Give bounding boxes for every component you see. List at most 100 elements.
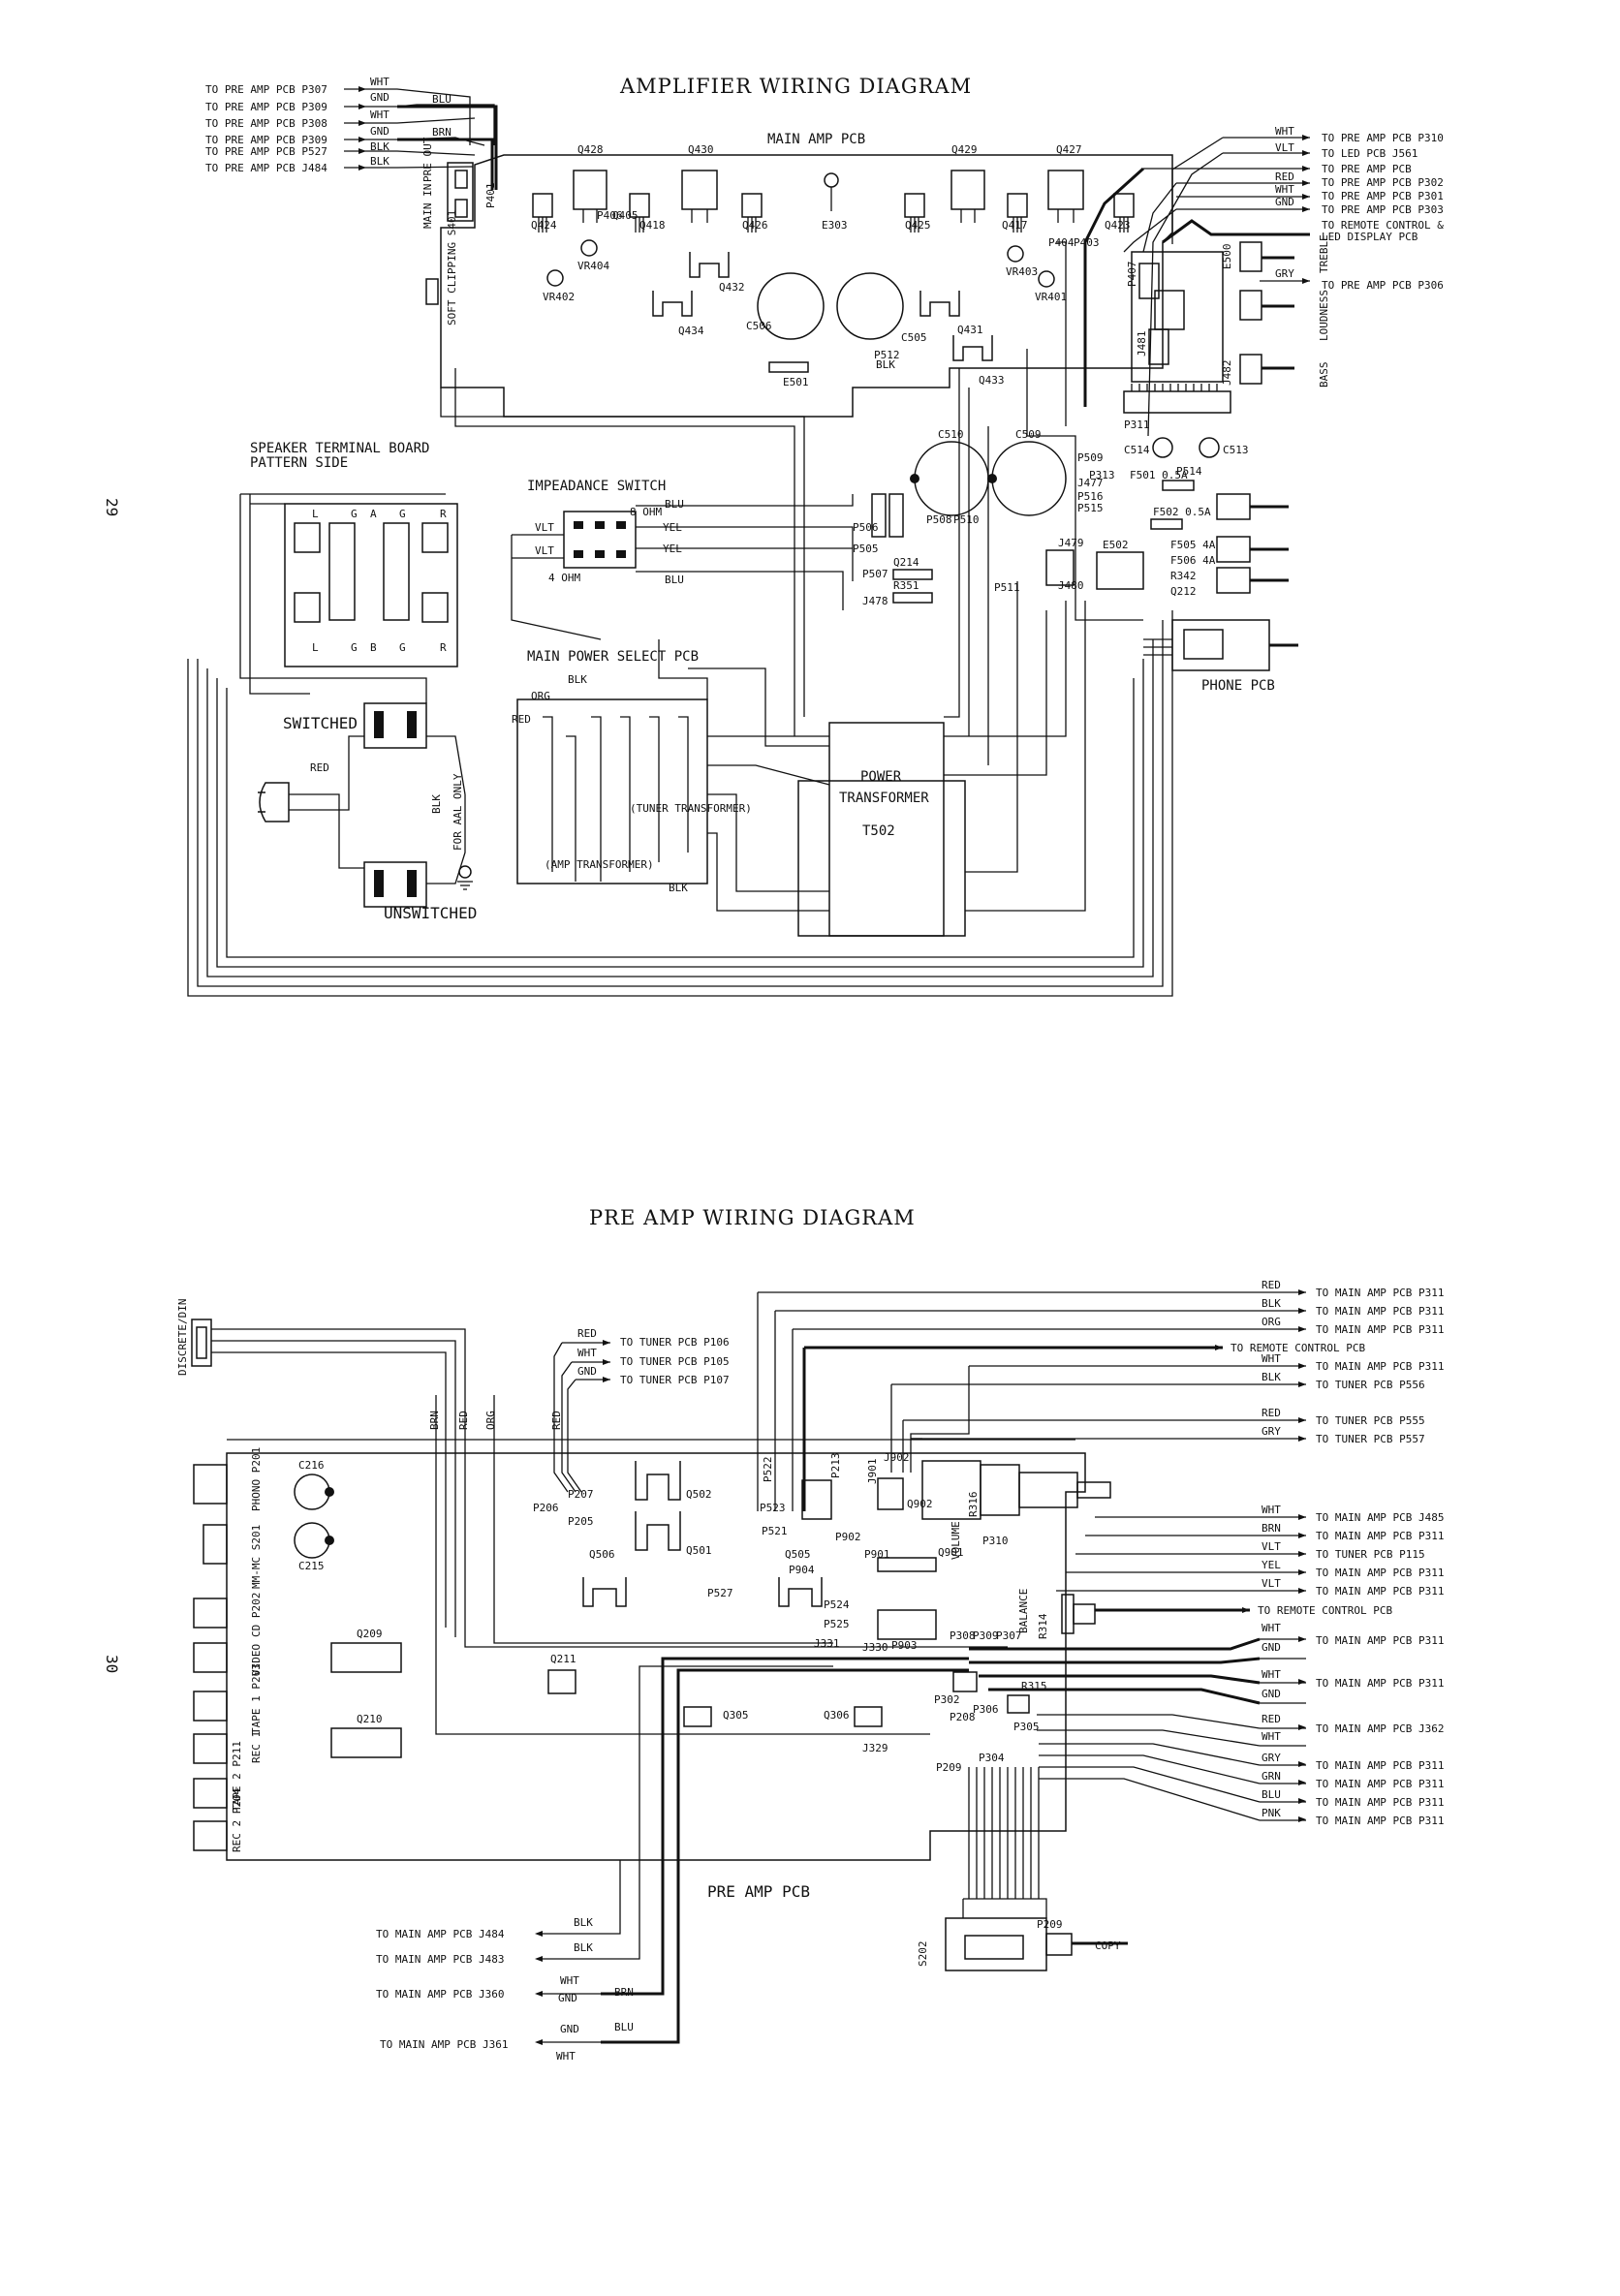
pre-bottom-extra-4: WHT: [556, 2050, 576, 2063]
pre-wire-2: BLK: [1262, 1297, 1281, 1310]
q431-label: Q431: [957, 324, 983, 336]
p512-label: P512: [874, 349, 900, 361]
pre-bottom-1: TO MAIN AMP PCB J484: [376, 1928, 505, 1940]
amp-left-conn-4: TO PRE AMP PCB P309: [205, 134, 327, 146]
pre-bottom-2: TO MAIN AMP PCB J483: [376, 1953, 504, 1966]
pre-wire-11: VLT: [1262, 1540, 1281, 1553]
pre-wire-18: GND: [1262, 1688, 1281, 1700]
amp-wire-brn: BRN: [432, 126, 452, 139]
speaker-terminal-board: SPEAKER TERMINAL BOARD PATTERN SIDE L G …: [250, 441, 458, 667]
amp-right-conn-4: TO PRE AMP PCB P302: [1322, 176, 1444, 189]
main-amp-pcb-label: MAIN AMP PCB: [767, 132, 865, 147]
q211-label: Q211: [550, 1653, 576, 1665]
pre-wire-13: VLT: [1262, 1577, 1281, 1590]
q505-label: Q505: [785, 1548, 811, 1561]
pre-right-9: TO MAIN AMP PCB J485: [1316, 1511, 1444, 1524]
pre-bottom-wire-1: BLK: [574, 1916, 593, 1929]
pre-bottom-extra-1: GND: [558, 1992, 577, 2004]
q501-label: Q501: [686, 1544, 712, 1557]
p522-label: P522: [762, 1457, 774, 1483]
p206-label: P206: [533, 1502, 559, 1514]
pre-tuner-links: TO TUNER PCB P106 TO TUNER PCB P105 TO T…: [428, 1327, 730, 1493]
din-connector: DISCRETE/DIN: [176, 1299, 1008, 1648]
pre-right-17: TO MAIN AMP PCB P311: [1316, 1677, 1444, 1690]
p903-label: P903: [891, 1639, 918, 1652]
c514-label: C514: [1124, 444, 1150, 456]
tuner-wire-1: RED: [577, 1327, 597, 1340]
p309-label: P309: [973, 1629, 999, 1642]
q428-label: Q428: [577, 143, 604, 156]
spk-term-bb: B: [370, 641, 377, 654]
pre-diagram-title: PRE AMP WIRING DIAGRAM: [589, 1206, 916, 1229]
transformer-line-1: POWER: [860, 769, 902, 785]
spk-term-br: R: [440, 641, 447, 654]
pre-wire-23: BLU: [1262, 1788, 1281, 1801]
p307-label: P307: [996, 1629, 1022, 1642]
soft-clipping-label: SOFT CLIPPING S401: [446, 210, 458, 326]
imp-8ohm: 8 OHM: [630, 506, 662, 518]
pre-right-7: TO TUNER PCB P555: [1316, 1414, 1425, 1427]
j902-label: J902: [884, 1451, 910, 1464]
vert-wire-org: ORG: [484, 1411, 497, 1430]
main-power-select-pcb: MAIN POWER SELECT PCB (TUNER TRANSFORMER…: [512, 649, 752, 894]
spk-term-bg1: G: [351, 641, 358, 654]
amp-right-wire-5: WHT: [1275, 183, 1294, 196]
amp-transformer-label: (AMP TRANSFORMER): [545, 858, 654, 871]
q305-label: Q305: [723, 1709, 749, 1722]
switched-label: SWITCHED: [283, 714, 358, 732]
amp-left-wire-6: BLK: [370, 155, 389, 168]
f501-label: F501 0.5A: [1130, 469, 1188, 481]
vr401-label: VR401: [1035, 291, 1067, 303]
pre-right-6: TO TUNER PCB P556: [1316, 1379, 1425, 1391]
jack-tape2: TAPE 2 P211: [231, 1741, 243, 1812]
j482-label: P510: [953, 513, 980, 526]
j901-label: J901: [866, 1459, 879, 1485]
pre-bottom-4: TO MAIN AMP PCB J361: [380, 2038, 508, 2051]
amp-left-wire-4: GND: [370, 125, 389, 138]
pre-right-19: TO MAIN AMP PCB J362: [1316, 1722, 1444, 1735]
pre-wire-5: WHT: [1262, 1352, 1281, 1365]
pre-wire-15: WHT: [1262, 1622, 1281, 1634]
mps-wire-orange: BLK: [669, 882, 688, 894]
p511-label: J478: [862, 595, 888, 607]
p305-label: P305: [1013, 1721, 1040, 1733]
p308-label: P308: [950, 1629, 976, 1642]
q901-label: Q901: [938, 1546, 964, 1559]
amp-right-conn-6: TO PRE AMP PCB P303: [1322, 203, 1444, 216]
tuner-wire-2: WHT: [577, 1347, 597, 1359]
p310-label: P310: [982, 1535, 1009, 1547]
spk-term-bg2: G: [399, 641, 406, 654]
pre-wire-20: WHT: [1262, 1730, 1281, 1743]
main-power-select-label: MAIN POWER SELECT PCB: [527, 649, 699, 665]
volume-label: VOLUME: [950, 1521, 962, 1560]
pre-bottom-extra-3: BLU: [614, 2021, 634, 2033]
pre-right-1: TO MAIN AMP PCB P311: [1316, 1287, 1444, 1299]
transformer-line-2: TRANSFORMER: [839, 791, 929, 806]
spk-term-g1: G: [351, 508, 358, 520]
ac-outlets: SWITCHED UNSWITCHED RED BLK FOR AAL ONLY: [258, 702, 477, 922]
q426-label: Q426: [742, 219, 768, 232]
amp-right-wire-2: VLT: [1275, 141, 1294, 154]
q306-label: Q306: [824, 1709, 850, 1722]
orange-wire-label: RED: [310, 761, 329, 774]
p302-label: P302: [934, 1693, 960, 1706]
r342-label: E500: [1221, 244, 1233, 270]
q209-label: Q209: [357, 1628, 383, 1640]
vr402-label: VR402: [543, 291, 575, 303]
q425-label: Q425: [905, 219, 931, 232]
impedance-switch-label: IMPEADANCE SWITCH: [527, 479, 666, 494]
imp-vlt-2: VLT: [535, 544, 554, 557]
q210-label: Q210: [357, 1713, 383, 1725]
jack-tape1: TAPE 1 P203: [250, 1663, 263, 1734]
r316-label: R316: [967, 1492, 980, 1518]
q432-label: Q432: [719, 281, 745, 294]
jack-mm-mc: MM-MC S201: [250, 1525, 263, 1589]
pre-internal-traces: [227, 1395, 1075, 1735]
pre-amp-pcb: PRE AMP PCB PHONO P201 MM-MC S201 CD P20…: [193, 1447, 1128, 1971]
vr404-label: VR404: [577, 260, 609, 272]
p405-label: P313: [1089, 469, 1115, 481]
pre-wire-1: RED: [1262, 1279, 1281, 1291]
p208-label: P208: [950, 1711, 976, 1723]
amp-left-wire-1: WHT: [370, 76, 389, 88]
pre-wire-9: WHT: [1262, 1504, 1281, 1516]
